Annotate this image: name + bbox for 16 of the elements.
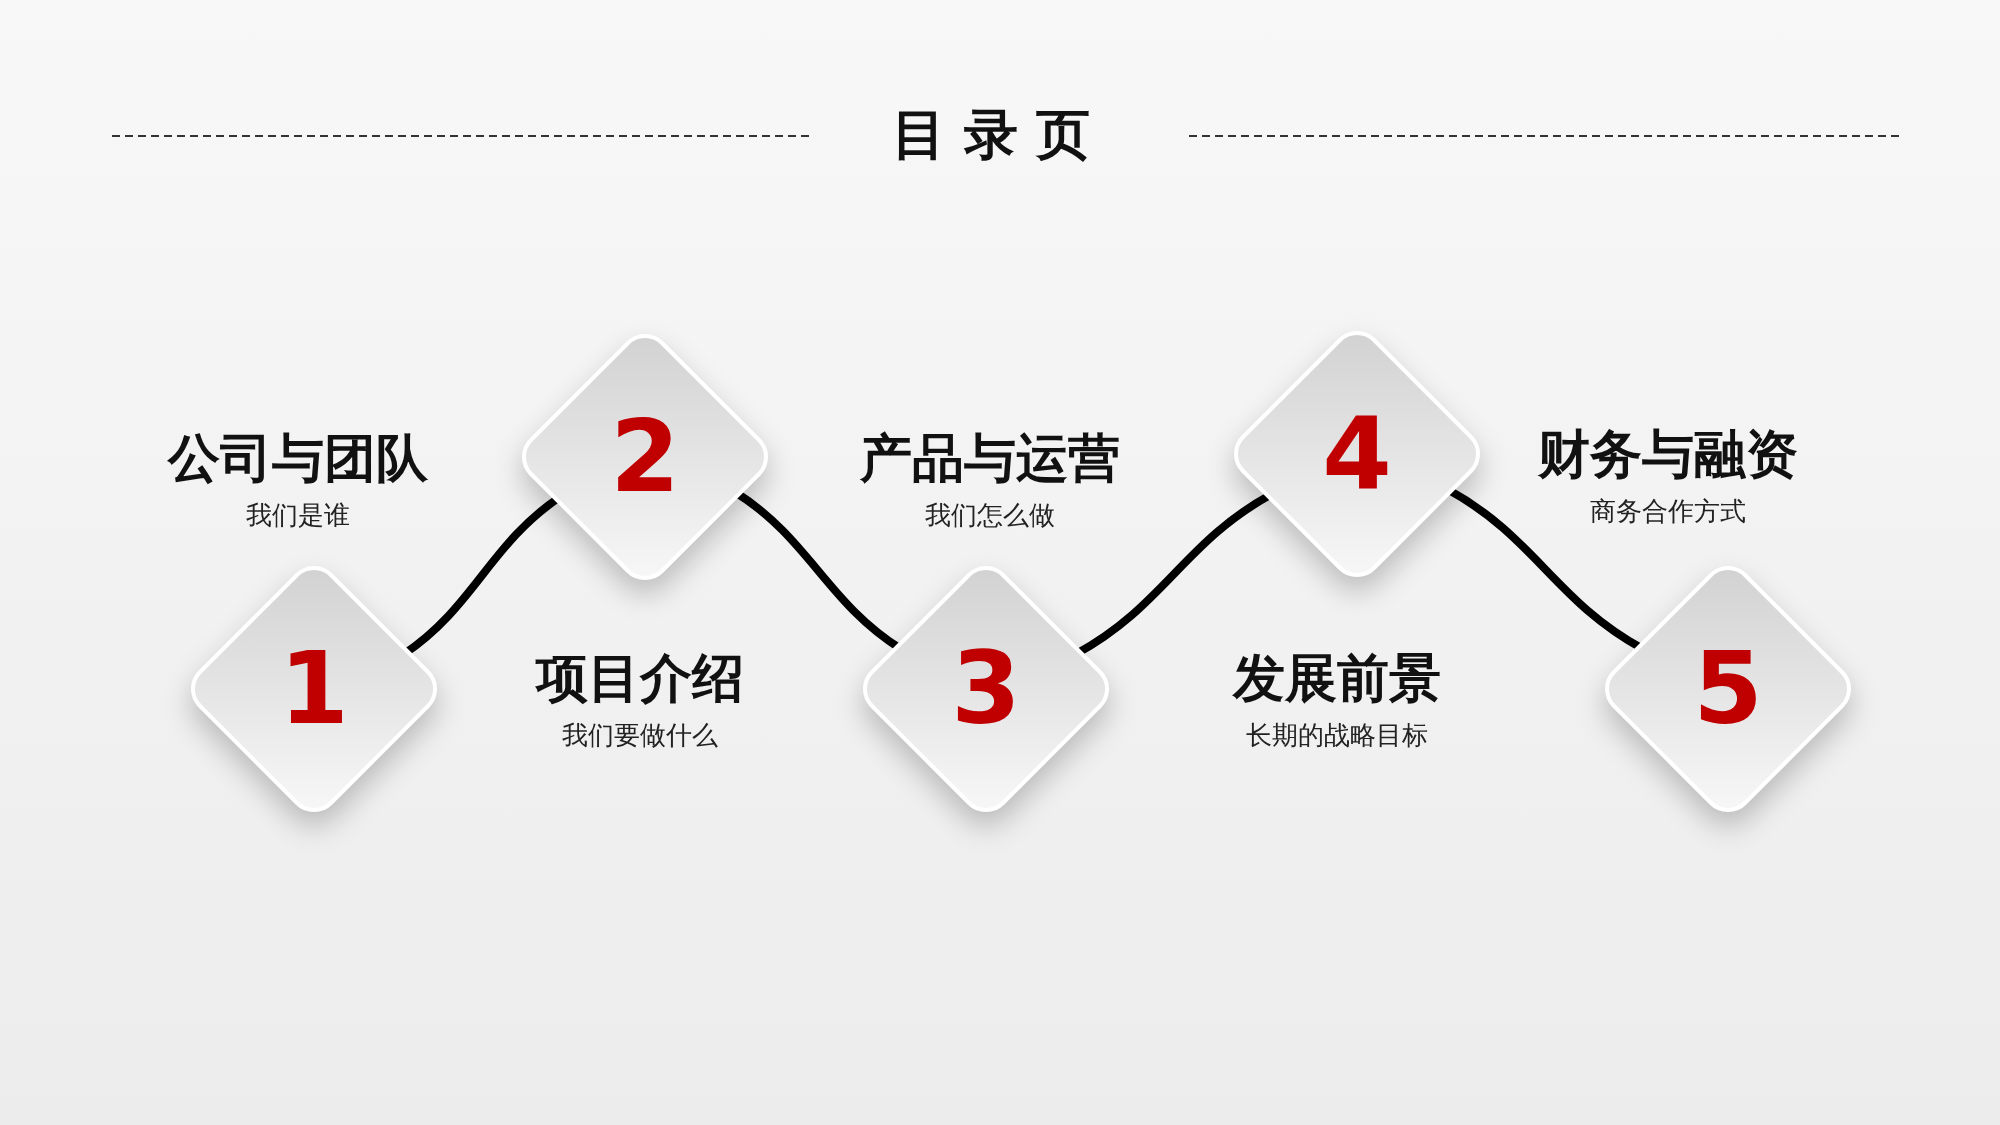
step-number: 3 [951, 639, 1021, 739]
section-subtitle: 商务合作方式 [1590, 495, 1746, 528]
section-heading: 产品与运营 [860, 427, 1120, 490]
section-heading: 财务与融资 [1538, 423, 1798, 486]
section-heading: 项目介绍 [536, 647, 744, 710]
section-subtitle: 我们怎么做 [925, 499, 1055, 532]
section-subtitle: 我们要做什么 [562, 719, 718, 752]
step-number: 1 [279, 639, 349, 739]
step-number: 5 [1693, 639, 1763, 739]
section-subtitle: 长期的战略目标 [1246, 719, 1428, 752]
page-title: 目录页 [891, 108, 1109, 162]
section-subtitle: 我们是谁 [246, 499, 350, 532]
section-heading: 公司与团队 [168, 427, 428, 490]
step-number: 2 [610, 407, 680, 507]
step-number: 4 [1322, 404, 1392, 504]
section-heading: 发展前景 [1233, 647, 1441, 710]
